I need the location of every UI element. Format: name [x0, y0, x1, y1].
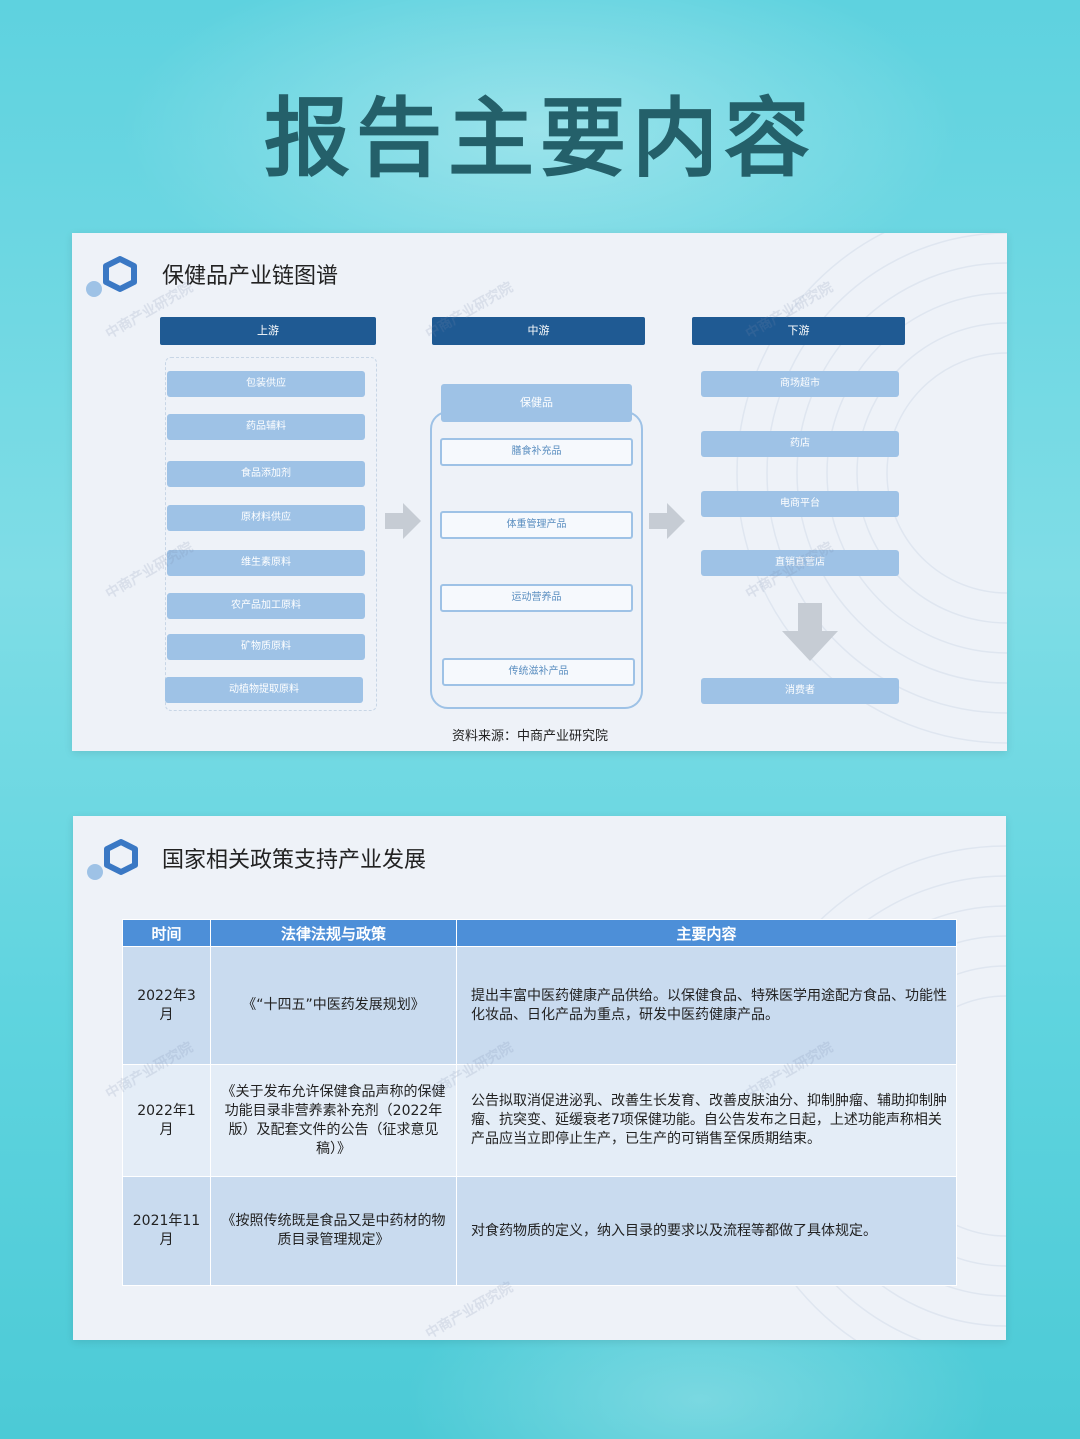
arrow-right-icon — [385, 503, 421, 539]
cell-time: 2021年11月 — [122, 1176, 211, 1286]
midstream-item: 运动营养品 — [440, 584, 633, 612]
policy-panel: 国家相关政策支持产业发展 时间 法律法规与政策 主要内容 2022年3月 《“十… — [73, 816, 1006, 1340]
upstream-item: 维生素原料 — [167, 550, 365, 576]
arrow-right-icon — [649, 503, 685, 539]
table-row: 2021年11月 《按照传统既是食品又是中药材的物质目录管理规定》 对食药物质的… — [122, 1176, 957, 1286]
midstream-item: 体重管理产品 — [440, 511, 633, 539]
policy-panel-title: 国家相关政策支持产业发展 — [162, 848, 427, 873]
arrow-down-icon — [782, 603, 838, 661]
upstream-group — [165, 357, 377, 711]
upstream-item: 动植物提取原料 — [165, 677, 363, 703]
header-time: 时间 — [122, 919, 211, 947]
consumer-item: 消费者 — [701, 678, 899, 704]
upstream-item: 原材料供应 — [167, 505, 365, 531]
upstream-header: 上游 — [160, 317, 376, 345]
downstream-item: 商场超市 — [701, 371, 899, 397]
cell-law: 《按照传统既是食品又是中药材的物质目录管理规定》 — [210, 1176, 457, 1286]
upstream-item: 包装供应 — [167, 371, 365, 397]
decorative-arcs — [736, 233, 1007, 744]
downstream-item: 药店 — [701, 431, 899, 457]
policy-table: 时间 法律法规与政策 主要内容 2022年3月 《“十四五”中医药发展规划》 提… — [122, 919, 957, 1286]
page-title: 报告主要内容 — [264, 89, 816, 189]
upstream-item: 农产品加工原料 — [167, 593, 365, 619]
header-content: 主要内容 — [456, 919, 957, 947]
downstream-item: 电商平台 — [701, 491, 899, 517]
midstream-item: 传统滋补产品 — [442, 658, 635, 686]
upstream-item: 食品添加剂 — [167, 461, 365, 487]
cell-law: 《关于发布允许保健食品声称的保健功能目录非营养素补充剂（2022年版）及配套文件… — [210, 1064, 457, 1177]
industry-chain-panel: 保健品产业链图谱 上游 中游 下游 包装供应 药品辅料 食品添加剂 原材料供应 … — [72, 233, 1007, 751]
cell-content: 公告拟取消促进泌乳、改善生长发育、改善皮肤油分、抑制肿瘤、辅助抑制肿瘤、抗突变、… — [456, 1064, 957, 1177]
upstream-item: 矿物质原料 — [167, 634, 365, 660]
cell-content: 提出丰富中医药健康产品供给。以保健食品、特殊医学用途配方食品、功能性化妆品、日化… — [456, 946, 957, 1065]
cell-content: 对食药物质的定义，纳入目录的要求以及流程等都做了具体规定。 — [456, 1176, 957, 1286]
midstream-item: 膳食补充品 — [440, 438, 633, 466]
table-row: 2022年1月 《关于发布允许保健食品声称的保健功能目录非营养素补充剂（2022… — [122, 1064, 957, 1177]
chain-panel-title: 保健品产业链图谱 — [162, 264, 339, 289]
cell-time: 2022年1月 — [122, 1064, 211, 1177]
midstream-header: 中游 — [432, 317, 645, 345]
cell-law: 《“十四五”中医药发展规划》 — [210, 946, 457, 1065]
header-law: 法律法规与政策 — [210, 919, 457, 947]
upstream-item: 药品辅料 — [167, 414, 365, 440]
hexagon-logo-icon — [87, 839, 138, 880]
downstream-item: 直销直营店 — [701, 550, 899, 576]
midstream-top-item: 保健品 — [441, 384, 632, 422]
source-note: 资料来源：中商产业研究院 — [452, 729, 609, 744]
hexagon-logo-icon — [86, 256, 137, 297]
cell-time: 2022年3月 — [122, 946, 211, 1065]
downstream-header: 下游 — [692, 317, 905, 345]
table-row: 2022年3月 《“十四五”中医药发展规划》 提出丰富中医药健康产品供给。以保健… — [122, 946, 957, 1065]
